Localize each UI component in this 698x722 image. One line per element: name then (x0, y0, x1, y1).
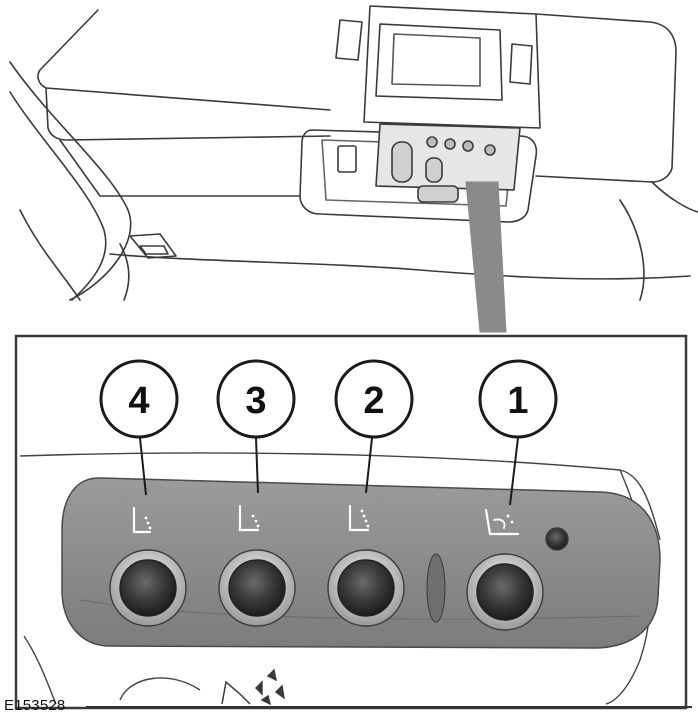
callout-3: 3 (216, 359, 296, 439)
storage-lid-right (509, 43, 533, 85)
seat-switch-tilt (425, 157, 443, 183)
storage-lid-left (335, 19, 363, 61)
left-seat-outline (9, 61, 132, 301)
indicator-lamp-icon (545, 527, 569, 551)
callout-number: 2 (363, 380, 384, 422)
console-slot (337, 145, 357, 173)
mini-knob-3 (462, 140, 474, 152)
console-top-surface (45, 87, 331, 141)
callout-1: 1 (478, 359, 558, 439)
callout-leaders (139, 437, 519, 506)
callout-number: 4 (128, 380, 149, 422)
center-slot (426, 553, 446, 623)
storage-bin-well (391, 33, 481, 87)
storage-bin-inner (375, 23, 503, 101)
seat-cushion-line (119, 243, 130, 301)
mini-knob-1 (426, 136, 438, 148)
callout-2: 2 (334, 359, 414, 439)
detail-inset: 4 3 2 1 (14, 334, 688, 710)
callout-4: 4 (99, 359, 179, 439)
bottom-seat-icon (221, 680, 251, 705)
seat-switch-back (391, 141, 413, 183)
knob-4[interactable] (109, 549, 187, 627)
console-overview (9, 5, 698, 301)
console-side (59, 139, 301, 197)
callout-number: 3 (245, 380, 266, 422)
storage-bin-outer (363, 5, 541, 129)
right-armrest (535, 13, 677, 183)
left-seat-edge (9, 91, 107, 301)
inset-contour-left (23, 635, 57, 705)
seat-climate-icon (132, 506, 152, 534)
floor-vent-inner (139, 245, 169, 255)
inset-contour-bottom (119, 677, 201, 701)
floor-vent (129, 233, 177, 259)
mini-knob-4 (484, 144, 496, 156)
callout-number: 1 (507, 380, 528, 422)
rear-trim-line (619, 199, 645, 301)
seat-climate-icon (348, 504, 370, 532)
mini-knob-2 (444, 138, 456, 150)
floor-line (19, 209, 81, 301)
seat-climate-icon (238, 504, 260, 532)
console-top-edge (37, 9, 331, 111)
figure-reference-rule (86, 706, 692, 708)
console-lower-sweep (109, 253, 691, 280)
switch-housing (299, 129, 538, 223)
knob-3[interactable] (218, 549, 296, 627)
seat-switch-base (417, 185, 459, 203)
figure-reference: E153528 (4, 697, 66, 714)
knob-2[interactable] (327, 549, 405, 627)
knob-1[interactable] (466, 553, 544, 631)
bottom-arrows-icon (255, 668, 285, 706)
seat-massage-icon (484, 508, 520, 536)
inset-contour-top (19, 452, 661, 541)
zoom-pointer (465, 181, 507, 333)
right-armrest-side (651, 181, 698, 213)
